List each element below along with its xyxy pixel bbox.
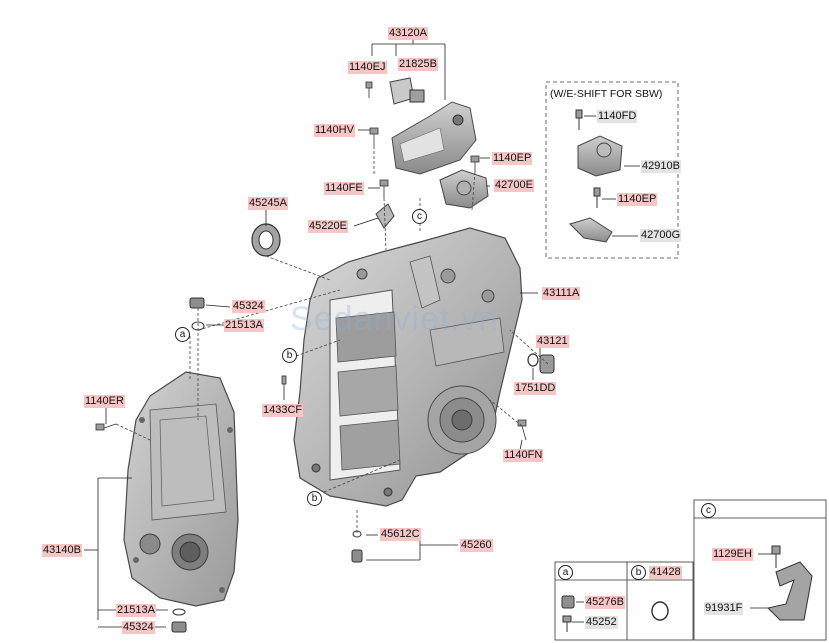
oil-strainer bbox=[351, 530, 363, 563]
part-1433CF[interactable]: 1433CF bbox=[262, 404, 304, 417]
watermark-text: Sedanviet.vn bbox=[290, 300, 499, 338]
drain-plug-upper bbox=[189, 297, 205, 331]
part-45276B[interactable]: 45276B bbox=[585, 596, 625, 609]
part-45220E[interactable]: 45220E bbox=[308, 220, 348, 233]
box-a-parts bbox=[561, 595, 584, 632]
part-42700G[interactable]: 42700G bbox=[640, 229, 682, 242]
box-c-parts bbox=[750, 545, 813, 621]
box-c-tag: c bbox=[701, 503, 716, 518]
part-1140EP-sbw[interactable]: 1140EP bbox=[617, 193, 658, 206]
part-21513A-lower[interactable]: 21513A bbox=[116, 604, 156, 617]
box-c-frame bbox=[693, 499, 827, 641]
part-1140FE[interactable]: 1140FE bbox=[324, 182, 364, 195]
callout-b-lower: b bbox=[307, 491, 322, 506]
part-1140HV[interactable]: 1140HV bbox=[314, 124, 355, 137]
part-43140B[interactable]: 43140B bbox=[42, 544, 82, 557]
part-42700E[interactable]: 42700E bbox=[494, 179, 534, 192]
callout-b-upper: b bbox=[282, 348, 297, 363]
leader-lines bbox=[84, 34, 541, 628]
part-21513A-upper[interactable]: 21513A bbox=[224, 319, 264, 332]
part-1140FD[interactable]: 1140FD bbox=[597, 110, 638, 123]
callout-a-main: a bbox=[175, 327, 190, 342]
speed-sensor bbox=[527, 353, 555, 374]
box-b-parts bbox=[651, 601, 669, 621]
box-a-tag: a bbox=[558, 565, 573, 580]
part-41428[interactable]: 41428 bbox=[649, 566, 682, 579]
box-ab-frame bbox=[554, 561, 694, 641]
part-45324-upper[interactable]: 45324 bbox=[232, 300, 265, 313]
cover-case bbox=[123, 371, 239, 607]
sbw-inset-title: (W/E-SHIFT FOR SBW) bbox=[550, 88, 663, 100]
part-21825B[interactable]: 21825B bbox=[398, 58, 438, 71]
part-1140ER[interactable]: 1140ER bbox=[84, 395, 125, 408]
box-b-tag: b bbox=[631, 565, 646, 580]
part-45324-lower[interactable]: 45324 bbox=[122, 621, 155, 634]
transmission-case bbox=[293, 227, 523, 507]
small-bracket bbox=[375, 203, 395, 229]
part-45260[interactable]: 45260 bbox=[460, 539, 493, 552]
part-45245A[interactable]: 45245A bbox=[248, 197, 288, 210]
part-43121[interactable]: 43121 bbox=[536, 335, 569, 348]
part-45252[interactable]: 45252 bbox=[585, 616, 618, 629]
drain-plug-lower bbox=[171, 608, 187, 633]
part-1140EJ[interactable]: 1140EJ bbox=[348, 61, 387, 74]
part-42910B[interactable]: 42910B bbox=[641, 160, 681, 173]
part-1751DD[interactable]: 1751DD bbox=[514, 382, 557, 395]
bolts bbox=[95, 81, 527, 441]
inhibitor-switch bbox=[439, 169, 489, 209]
part-1140FN[interactable]: 1140FN bbox=[503, 449, 544, 462]
part-91931F[interactable]: 91931F bbox=[704, 602, 744, 615]
part-43111A[interactable]: 43111A bbox=[542, 287, 581, 300]
part-1140EP[interactable]: 1140EP bbox=[492, 152, 533, 165]
part-45612C[interactable]: 45612C bbox=[380, 528, 421, 541]
callout-c-main: c bbox=[412, 209, 427, 224]
part-1129EH[interactable]: 1129EH bbox=[712, 548, 753, 561]
mount-bracket bbox=[389, 77, 477, 175]
part-43120A[interactable]: 43120A bbox=[388, 27, 428, 40]
oil-seal bbox=[251, 223, 281, 257]
